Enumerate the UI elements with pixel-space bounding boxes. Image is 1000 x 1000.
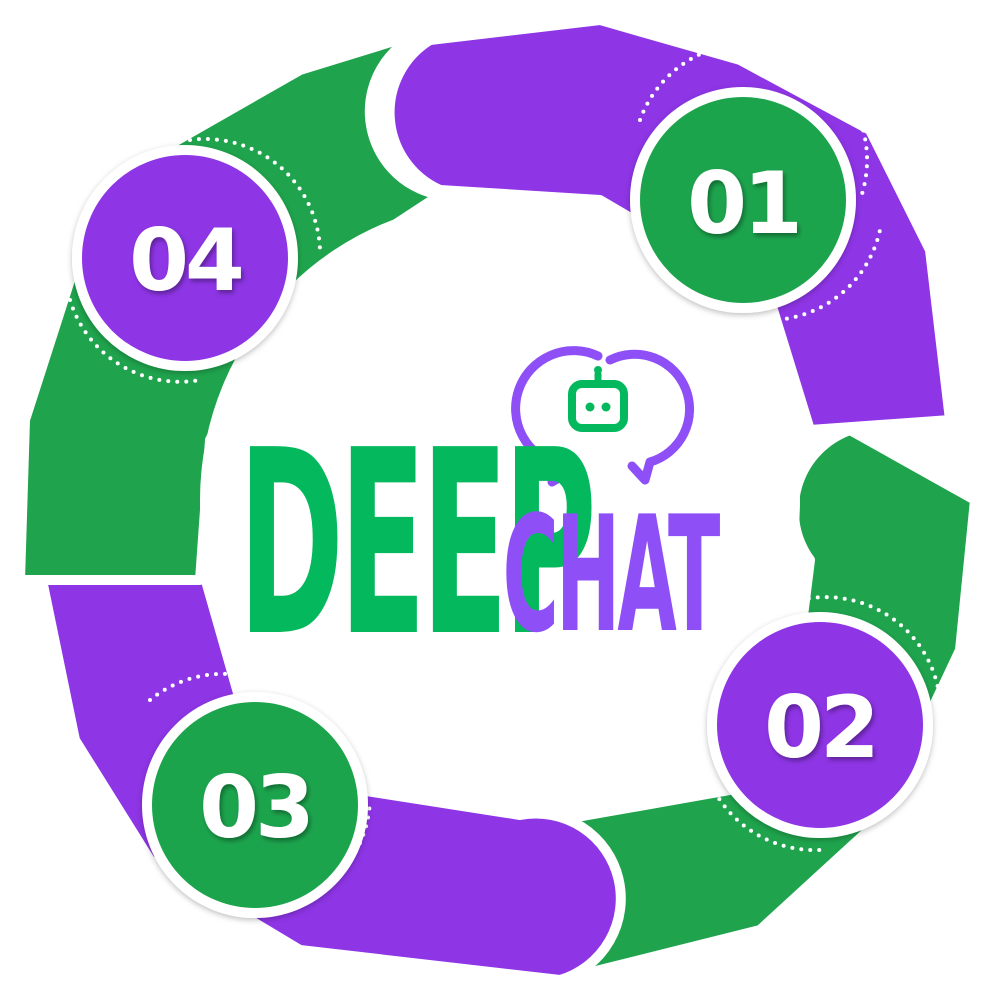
- step-03: 03: [142, 692, 368, 918]
- step-04-circle: [72, 145, 298, 371]
- center-disc: [200, 200, 800, 800]
- step-01-number: 01: [687, 154, 799, 254]
- robot-eye-right: [601, 402, 611, 412]
- robot-antenna-tip: [594, 366, 602, 374]
- dots-01b: [758, 228, 882, 323]
- dots-01: [638, 40, 869, 202]
- step-02-number: 02: [764, 678, 876, 778]
- robot-eye-left: [585, 402, 595, 412]
- step-01: 01: [630, 87, 856, 313]
- step-03-circle: [142, 692, 368, 918]
- dots-04: [188, 137, 322, 252]
- deep-chat-logo: DEEP CHAT: [238, 346, 723, 693]
- robot-chat-bubbles-icon: [511, 346, 695, 487]
- step-03-number: 03: [199, 758, 311, 858]
- step-04-number: 04: [129, 211, 241, 311]
- step-04: 04: [72, 145, 298, 371]
- logo-word-chat: CHAT: [503, 482, 720, 668]
- step-01-circle: [630, 87, 856, 313]
- step-02: 02: [707, 612, 933, 838]
- dots-02b: [698, 738, 822, 853]
- back-bubble: [605, 349, 695, 485]
- dots-04b: [68, 298, 202, 384]
- front-bubble: [511, 346, 603, 487]
- step-02-circle: [707, 612, 933, 838]
- logo-word-deep: DEEP: [238, 395, 592, 692]
- dots-02: [798, 595, 942, 702]
